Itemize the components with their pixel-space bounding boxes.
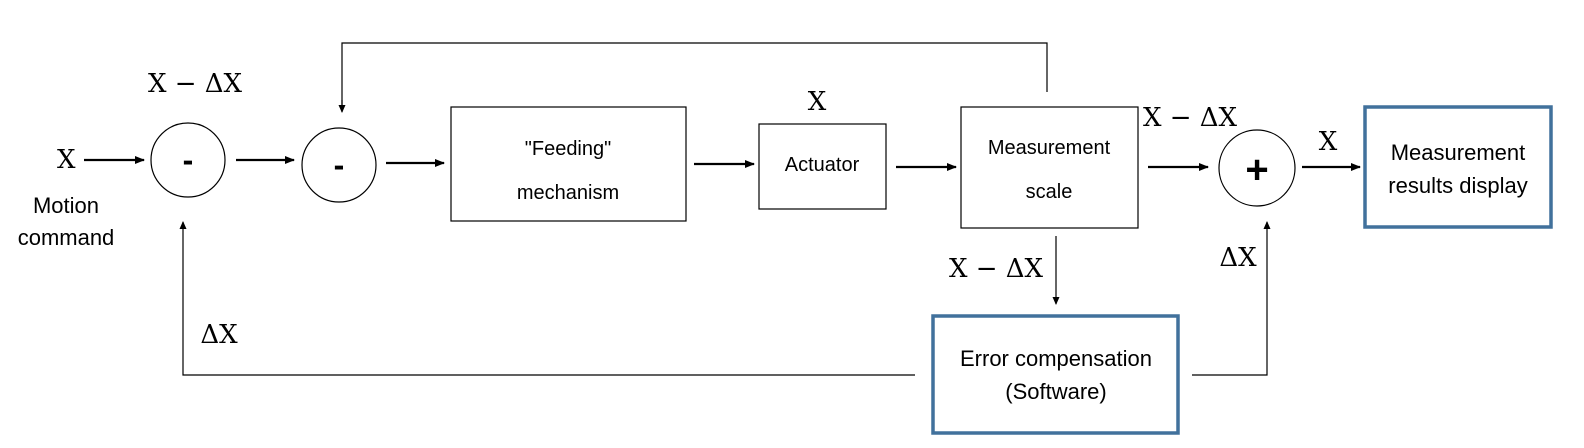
actuator-block [758, 123, 887, 210]
measurement-scale-label-line2: scale [1026, 181, 1073, 203]
adder-sign: + [1245, 148, 1268, 192]
label-x-output: X [1319, 127, 1338, 157]
measurement-scale-block [960, 106, 1139, 229]
feeding-mechanism-label-line2: mechanism [517, 182, 619, 204]
error-compensation-label-line2: (Software) [1005, 379, 1106, 404]
label-dx-to-adder: ΔX [1219, 243, 1257, 273]
comparator-1 [150, 122, 226, 198]
measurement-display-label-line2: results display [1388, 173, 1527, 198]
wire-error-to-adder [1192, 221, 1271, 376]
label-x-minus-dx-below-scale: X − ΔX [949, 254, 1044, 284]
label-motion-command-line1: Motion [33, 193, 99, 218]
connectors [84, 42, 1361, 376]
feeding-mechanism-block [450, 106, 687, 222]
feeding-mechanism-label-line1: "Feeding" [525, 138, 611, 160]
comparator-1-sign: - [183, 142, 194, 178]
label-motion-command-line2: command [18, 225, 115, 250]
label-x-minus-dx-after-scale: X − ΔX [1143, 103, 1238, 133]
measurement-display-block [1363, 105, 1553, 229]
wire-bottom-feedback [179, 221, 915, 376]
label-dx-feedback: ΔX [200, 320, 238, 350]
label-x-minus-dx-top: X − ΔX [148, 69, 243, 99]
comparator-2 [301, 127, 377, 203]
wire-top-feedback [341, 42, 1048, 106]
comparator-2-sign: - [334, 147, 345, 183]
actuator-label: Actuator [785, 154, 860, 176]
error-compensation-block [931, 314, 1180, 435]
error-compensation-label-line1: Error compensation [960, 346, 1152, 371]
label-x-above-actuator: X [808, 87, 827, 117]
measurement-display-label-line1: Measurement [1391, 140, 1526, 165]
measurement-scale-label-line1: Measurement [988, 137, 1111, 159]
adder [1218, 129, 1296, 207]
label-input-x: X [57, 145, 76, 175]
